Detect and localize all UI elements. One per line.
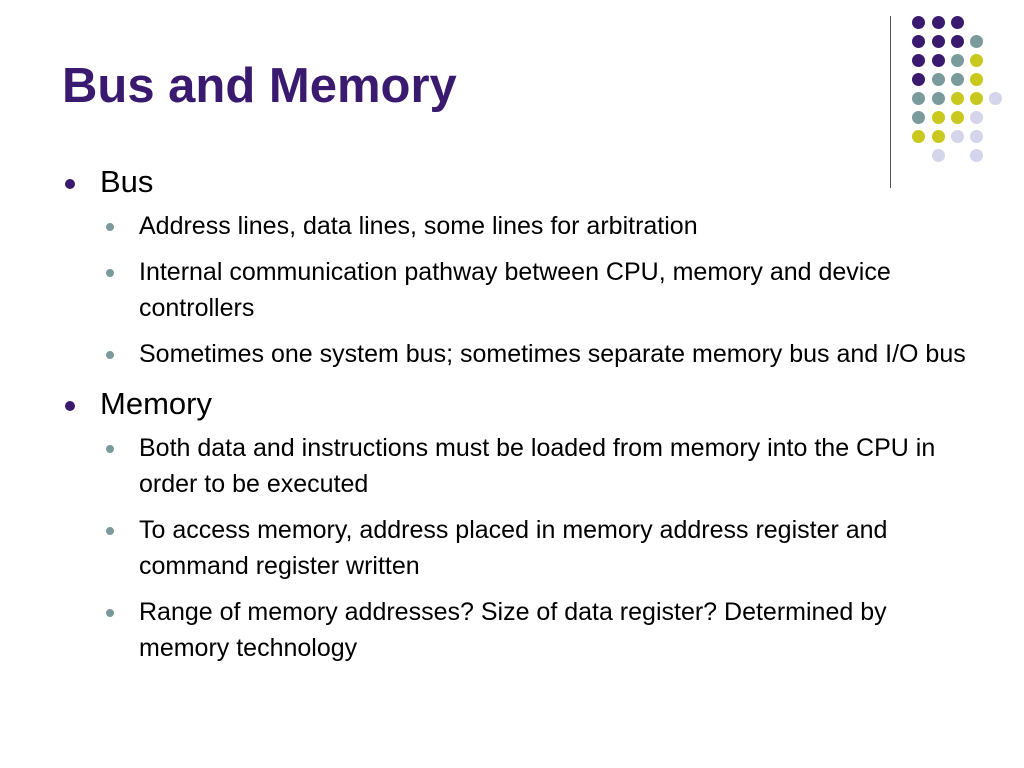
decorative-dot [950,53,964,67]
decorative-dot [911,34,925,48]
decorative-dot [969,72,983,86]
section-heading: Memory [100,386,212,421]
list-item: To access memory, address placed in memo… [62,512,969,584]
list-item: Sometimes one system bus; sometimes sepa… [62,336,969,372]
bus-items: Address lines, data lines, some lines fo… [62,208,966,372]
bullet-icon [106,269,114,277]
slide-title: Bus and Memory [62,59,457,113]
bullet-icon [65,179,75,189]
decorative-dot [911,15,925,29]
decorative-dot [911,129,925,143]
list-item: Address lines, data lines, some lines fo… [62,208,969,244]
decorative-dot [969,91,983,105]
decorative-dot [911,72,925,86]
decorative-dot [950,72,964,86]
decorative-dot [969,53,983,67]
section-bus: Bus [62,160,962,204]
decorative-dot [931,148,945,162]
section-memory: Memory [62,382,962,426]
decorative-dot [988,91,1002,105]
decorative-dot [969,148,983,162]
decorative-dot [931,110,945,124]
decorative-dot [931,53,945,67]
list-item: Range of memory addresses? Size of data … [62,594,969,666]
decorative-dot [969,129,983,143]
vertical-divider [890,16,891,188]
memory-items: Both data and instructions must be loade… [62,430,962,666]
bullet-icon [106,445,114,453]
decorative-dot [911,110,925,124]
decorative-dot [969,34,983,48]
decorative-dot [931,129,945,143]
list-item: Both data and instructions must be loade… [62,430,969,502]
decorative-dot [950,34,964,48]
bullet-icon [106,223,114,231]
slide-content: Bus Address lines, data lines, some line… [62,160,966,676]
decorative-dot [911,53,925,67]
decorative-dot [950,129,964,143]
decorative-dot [931,15,945,29]
decorative-dot [950,110,964,124]
bullet-icon [65,401,75,411]
decorative-dot [931,72,945,86]
decorative-dot [911,91,925,105]
decorative-dot [950,15,964,29]
bullet-icon [106,527,114,535]
bullet-icon [106,609,114,617]
decorative-dot [950,91,964,105]
decorative-dot [969,110,983,124]
decorative-dot [931,91,945,105]
decorative-dot [931,34,945,48]
list-item: Internal communication pathway between C… [62,254,969,326]
bullet-icon [106,351,114,359]
section-heading: Bus [100,164,154,199]
